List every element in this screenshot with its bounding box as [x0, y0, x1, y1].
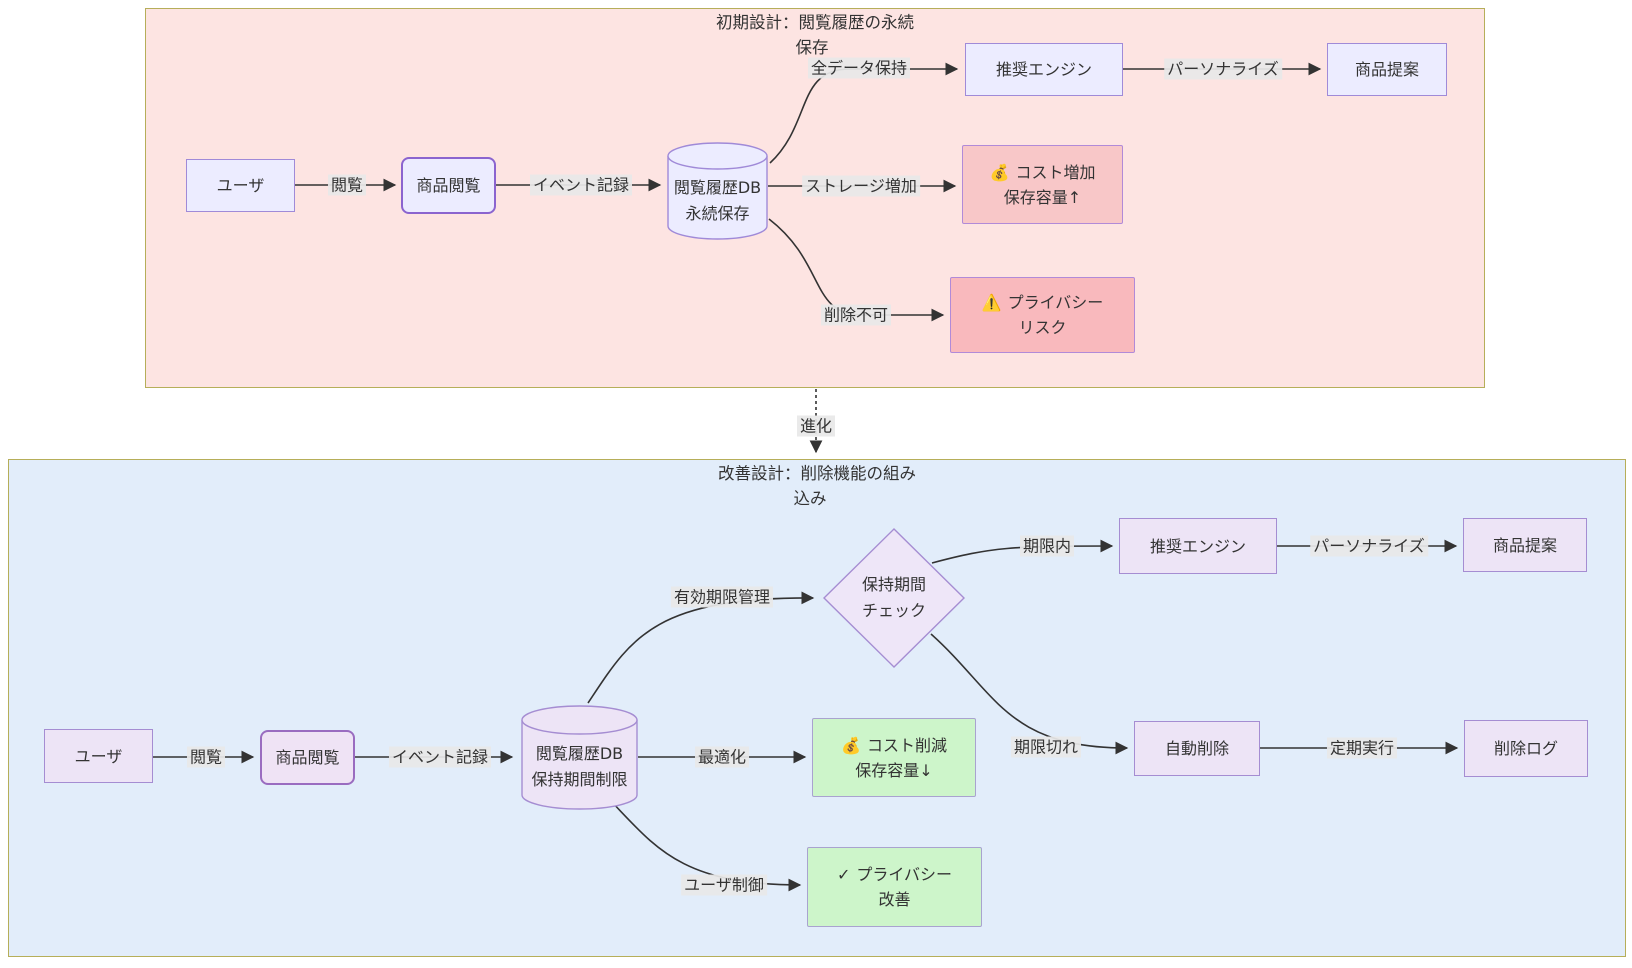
edge-label-view-improved: 閲覧 — [186, 746, 226, 768]
node-product-proposal-improved: 商品提案 — [1463, 518, 1587, 572]
cost-increase-line1: コスト増加 — [1015, 162, 1096, 182]
money-bag-icon: 💰 — [989, 162, 1010, 182]
node-user-initial: ユーザ — [186, 159, 295, 212]
node-delete-log: 削除ログ — [1464, 720, 1588, 777]
diamond-shape — [823, 528, 965, 668]
node-privacy-risk: ⚠️ プライバシー リスク — [950, 277, 1135, 353]
node-label: 推奨エンジン — [995, 60, 1092, 79]
node-label: 商品提案 — [1492, 535, 1557, 555]
edge-label-expiry-management: 有効期限管理 — [670, 586, 774, 608]
edge-label-no-delete: 削除不可 — [820, 304, 892, 326]
privacy-improvement-line2: 改善 — [878, 890, 911, 909]
edge-label-periodic-run: 定期実行 — [1326, 737, 1398, 759]
edge-label-keep-all-data: 全データ保持 — [807, 57, 911, 79]
db-label-line2: 保持期間制限 — [531, 769, 628, 789]
edge-label-view-initial: 閲覧 — [327, 174, 367, 196]
privacy-risk-line1: プライバシー — [1007, 293, 1104, 312]
check-label-line2: チェック — [861, 601, 926, 620]
node-label: 商品提案 — [1354, 60, 1419, 79]
node-product-browse-improved: 商品閲覧 — [260, 730, 355, 785]
edge-label-personalize-improved: パーソナライズ — [1310, 535, 1428, 557]
edge-label-evolution: 進化 — [796, 415, 836, 437]
node-label: 商品閲覧 — [416, 176, 481, 195]
edge-label-expired: 期限切れ — [1010, 736, 1082, 758]
edge-label-within-period: 期限内 — [1019, 535, 1075, 557]
node-label: 推奨エンジン — [1149, 536, 1246, 556]
edge-label-event-record-improved: イベント記録 — [388, 746, 492, 768]
improved-design-title-line1: 改善設計：削除機能の組み — [718, 464, 916, 483]
cylinder-shape — [521, 705, 638, 810]
check-label-line1: 保持期間 — [861, 575, 926, 594]
cost-reduction-line1: コスト削減 — [866, 735, 947, 755]
db-label-line1: 閲覧履歴DB — [673, 178, 762, 198]
warning-icon: ⚠️ — [981, 293, 1002, 312]
node-label: ユーザ — [74, 746, 123, 766]
initial-design-title-line2: 保存 — [795, 38, 829, 57]
node-product-browse-initial: 商品閲覧 — [401, 157, 496, 214]
edge-label-user-control: ユーザ制御 — [681, 874, 767, 896]
check-icon: ✓ — [836, 865, 851, 884]
db-label-line2: 永続保存 — [685, 204, 750, 224]
node-label: 削除ログ — [1493, 739, 1558, 758]
edge-label-optimize: 最適化 — [694, 746, 750, 768]
node-retention-check: 保持期間 チェック — [823, 528, 965, 668]
node-cost-increase: 💰 コスト増加 保存容量↑ — [962, 145, 1123, 224]
cylinder-shape — [667, 142, 768, 240]
node-history-db-improved: 閲覧履歴DB 保持期間制限 — [521, 705, 638, 810]
node-label: 自動削除 — [1164, 739, 1229, 758]
node-label: ユーザ — [216, 176, 265, 195]
node-user-improved: ユーザ — [44, 729, 153, 783]
node-auto-delete: 自動削除 — [1134, 721, 1260, 776]
node-cost-reduction: 💰 コスト削減 保存容量↓ — [812, 718, 976, 797]
node-history-db-initial: 閲覧履歴DB 永続保存 — [667, 142, 768, 240]
edge-label-personalize-initial: パーソナライズ — [1164, 58, 1282, 80]
privacy-improvement-line1: プライバシー — [856, 865, 953, 884]
cost-reduction-line2: 保存容量↓ — [855, 760, 933, 780]
money-bag-icon: 💰 — [841, 735, 861, 755]
edge-label-event-record-initial: イベント記録 — [529, 174, 633, 196]
edge-label-storage-increase: ストレージ増加 — [802, 175, 920, 197]
node-recommend-engine-improved: 推奨エンジン — [1119, 518, 1277, 574]
node-product-proposal-initial: 商品提案 — [1327, 43, 1447, 96]
cost-increase-line2: 保存容量↑ — [1003, 187, 1082, 207]
node-privacy-improvement: ✓ プライバシー 改善 — [807, 847, 982, 927]
node-recommend-engine-initial: 推奨エンジン — [965, 43, 1123, 96]
db-label-line1: 閲覧履歴DB — [535, 743, 624, 763]
node-label: 商品閲覧 — [275, 748, 340, 767]
improved-design-title-line2: 込み — [793, 489, 827, 508]
initial-design-title-line1: 初期設計：閲覧履歴の永続 — [716, 13, 914, 32]
privacy-risk-line2: リスク — [1018, 318, 1067, 337]
